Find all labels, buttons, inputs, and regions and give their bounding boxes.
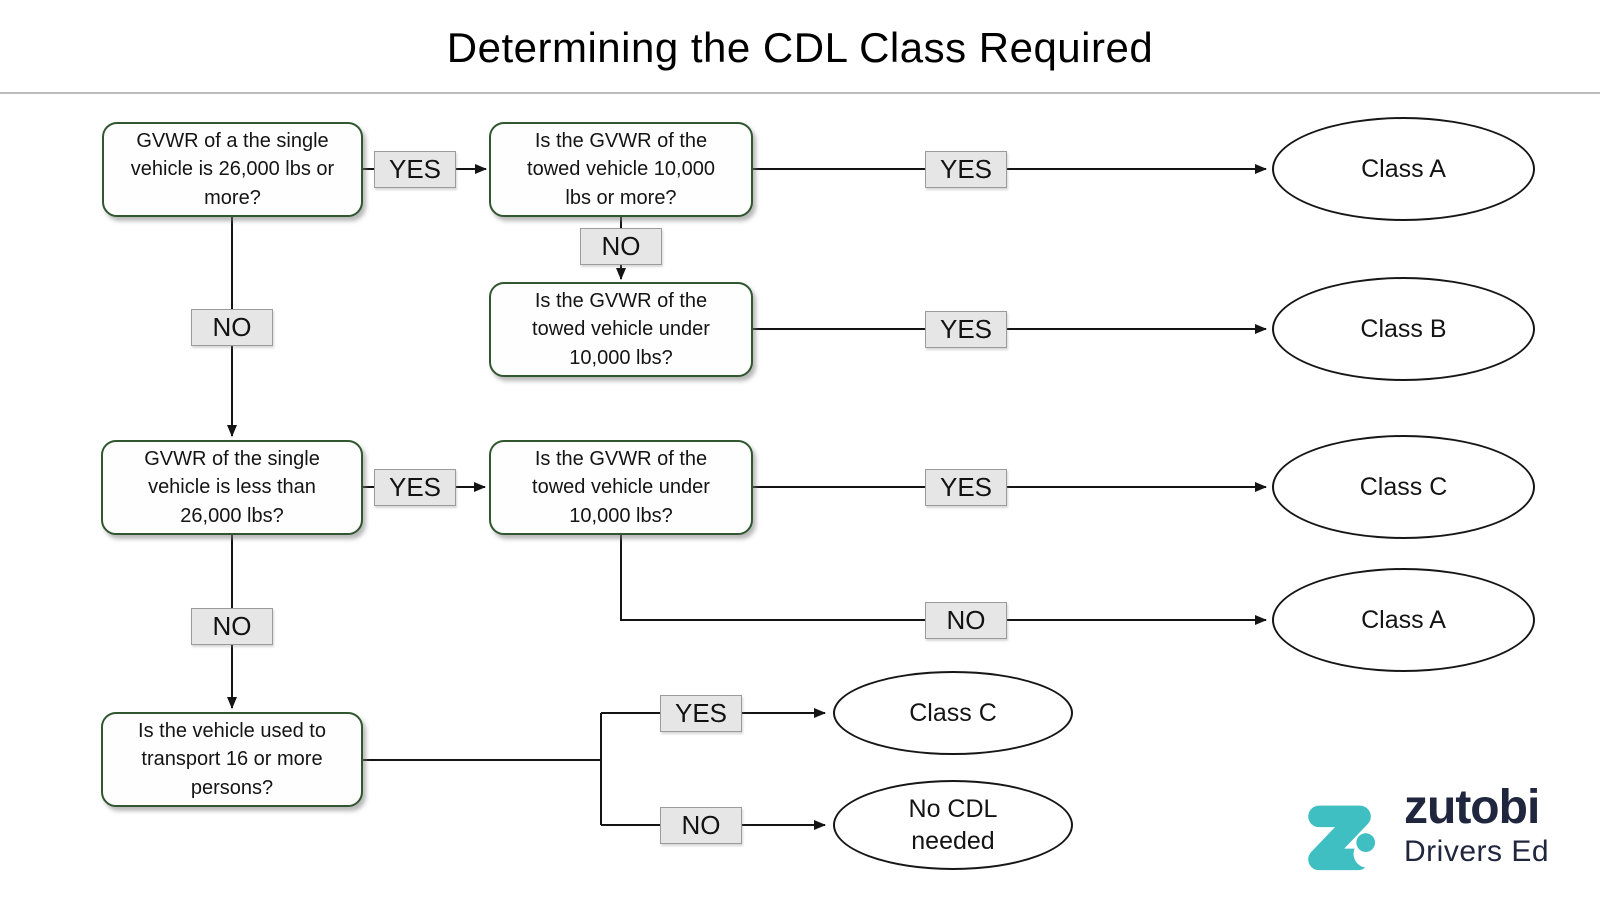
title-divider xyxy=(0,92,1600,94)
edge-label-no-5: NO xyxy=(660,807,742,844)
edge-label-yes-6: YES xyxy=(660,695,742,732)
outcome-text: Class B xyxy=(1360,314,1447,343)
decision-towed-gvwr-10000-plus: Is the GVWR of the towed vehicle 10,000 … xyxy=(489,122,753,217)
outcome-class-b: Class B xyxy=(1272,277,1535,381)
outcome-text: Class A xyxy=(1361,154,1446,183)
edge-label-yes-2: YES xyxy=(925,151,1007,188)
decision-text: GVWR of the single vehicle is less than … xyxy=(144,447,320,527)
decision-text: Is the vehicle used to transport 16 or m… xyxy=(138,719,326,799)
edge-label-no-4: NO xyxy=(191,608,273,645)
edge-label-yes-1: YES xyxy=(374,151,456,188)
outcome-text: Class C xyxy=(909,698,997,727)
outcome-no-cdl: No CDL needed xyxy=(833,780,1073,870)
edge-q5-no-classA2 xyxy=(620,535,1267,625)
decision-transport-16-persons: Is the vehicle used to transport 16 or m… xyxy=(101,712,363,807)
edge-label-no-2: NO xyxy=(191,309,273,346)
outcome-text: No CDL needed xyxy=(908,794,998,856)
edge-label-yes-4: YES xyxy=(374,469,456,506)
brand-tagline: Drivers Ed xyxy=(1404,835,1550,868)
edge-label-yes-5: YES xyxy=(925,469,1007,506)
decision-single-gvwr-under-26000: GVWR of the single vehicle is less than … xyxy=(101,440,363,535)
outcome-class-c-1: Class C xyxy=(1272,435,1535,539)
decision-text: Is the GVWR of the towed vehicle 10,000 … xyxy=(527,129,715,209)
decision-text: Is the GVWR of the towed vehicle under 1… xyxy=(532,289,710,369)
logo-text: zutobi Drivers Ed xyxy=(1404,784,1549,869)
outcome-class-a-2: Class A xyxy=(1272,568,1535,672)
page-title: Determining the CDL Class Required xyxy=(446,24,1154,71)
outcome-text: Class C xyxy=(1359,472,1448,501)
outcome-class-a-1: Class A xyxy=(1272,117,1535,221)
decision-towed-gvwr-under-10000-2: Is the GVWR of the towed vehicle under 1… xyxy=(489,440,753,535)
decision-text: GVWR of a the single vehicle is 26,000 l… xyxy=(130,129,335,209)
brand-name: zutobi xyxy=(1404,781,1540,834)
edge-label-no-3: NO xyxy=(925,602,1007,639)
zutobi-logo: zutobi Drivers Ed xyxy=(1304,784,1549,880)
edge-label-no-1: NO xyxy=(580,228,662,265)
decision-text: Is the GVWR of the towed vehicle under 1… xyxy=(532,447,710,527)
outcome-class-c-2: Class C xyxy=(833,671,1073,755)
outcome-text: Class A xyxy=(1361,605,1446,634)
zutobi-z-icon xyxy=(1308,805,1382,871)
edge-label-yes-3: YES xyxy=(925,311,1007,348)
decision-towed-gvwr-under-10000: Is the GVWR of the towed vehicle under 1… xyxy=(489,282,753,377)
decision-single-gvwr-26000-plus: GVWR of a the single vehicle is 26,000 l… xyxy=(102,122,363,217)
